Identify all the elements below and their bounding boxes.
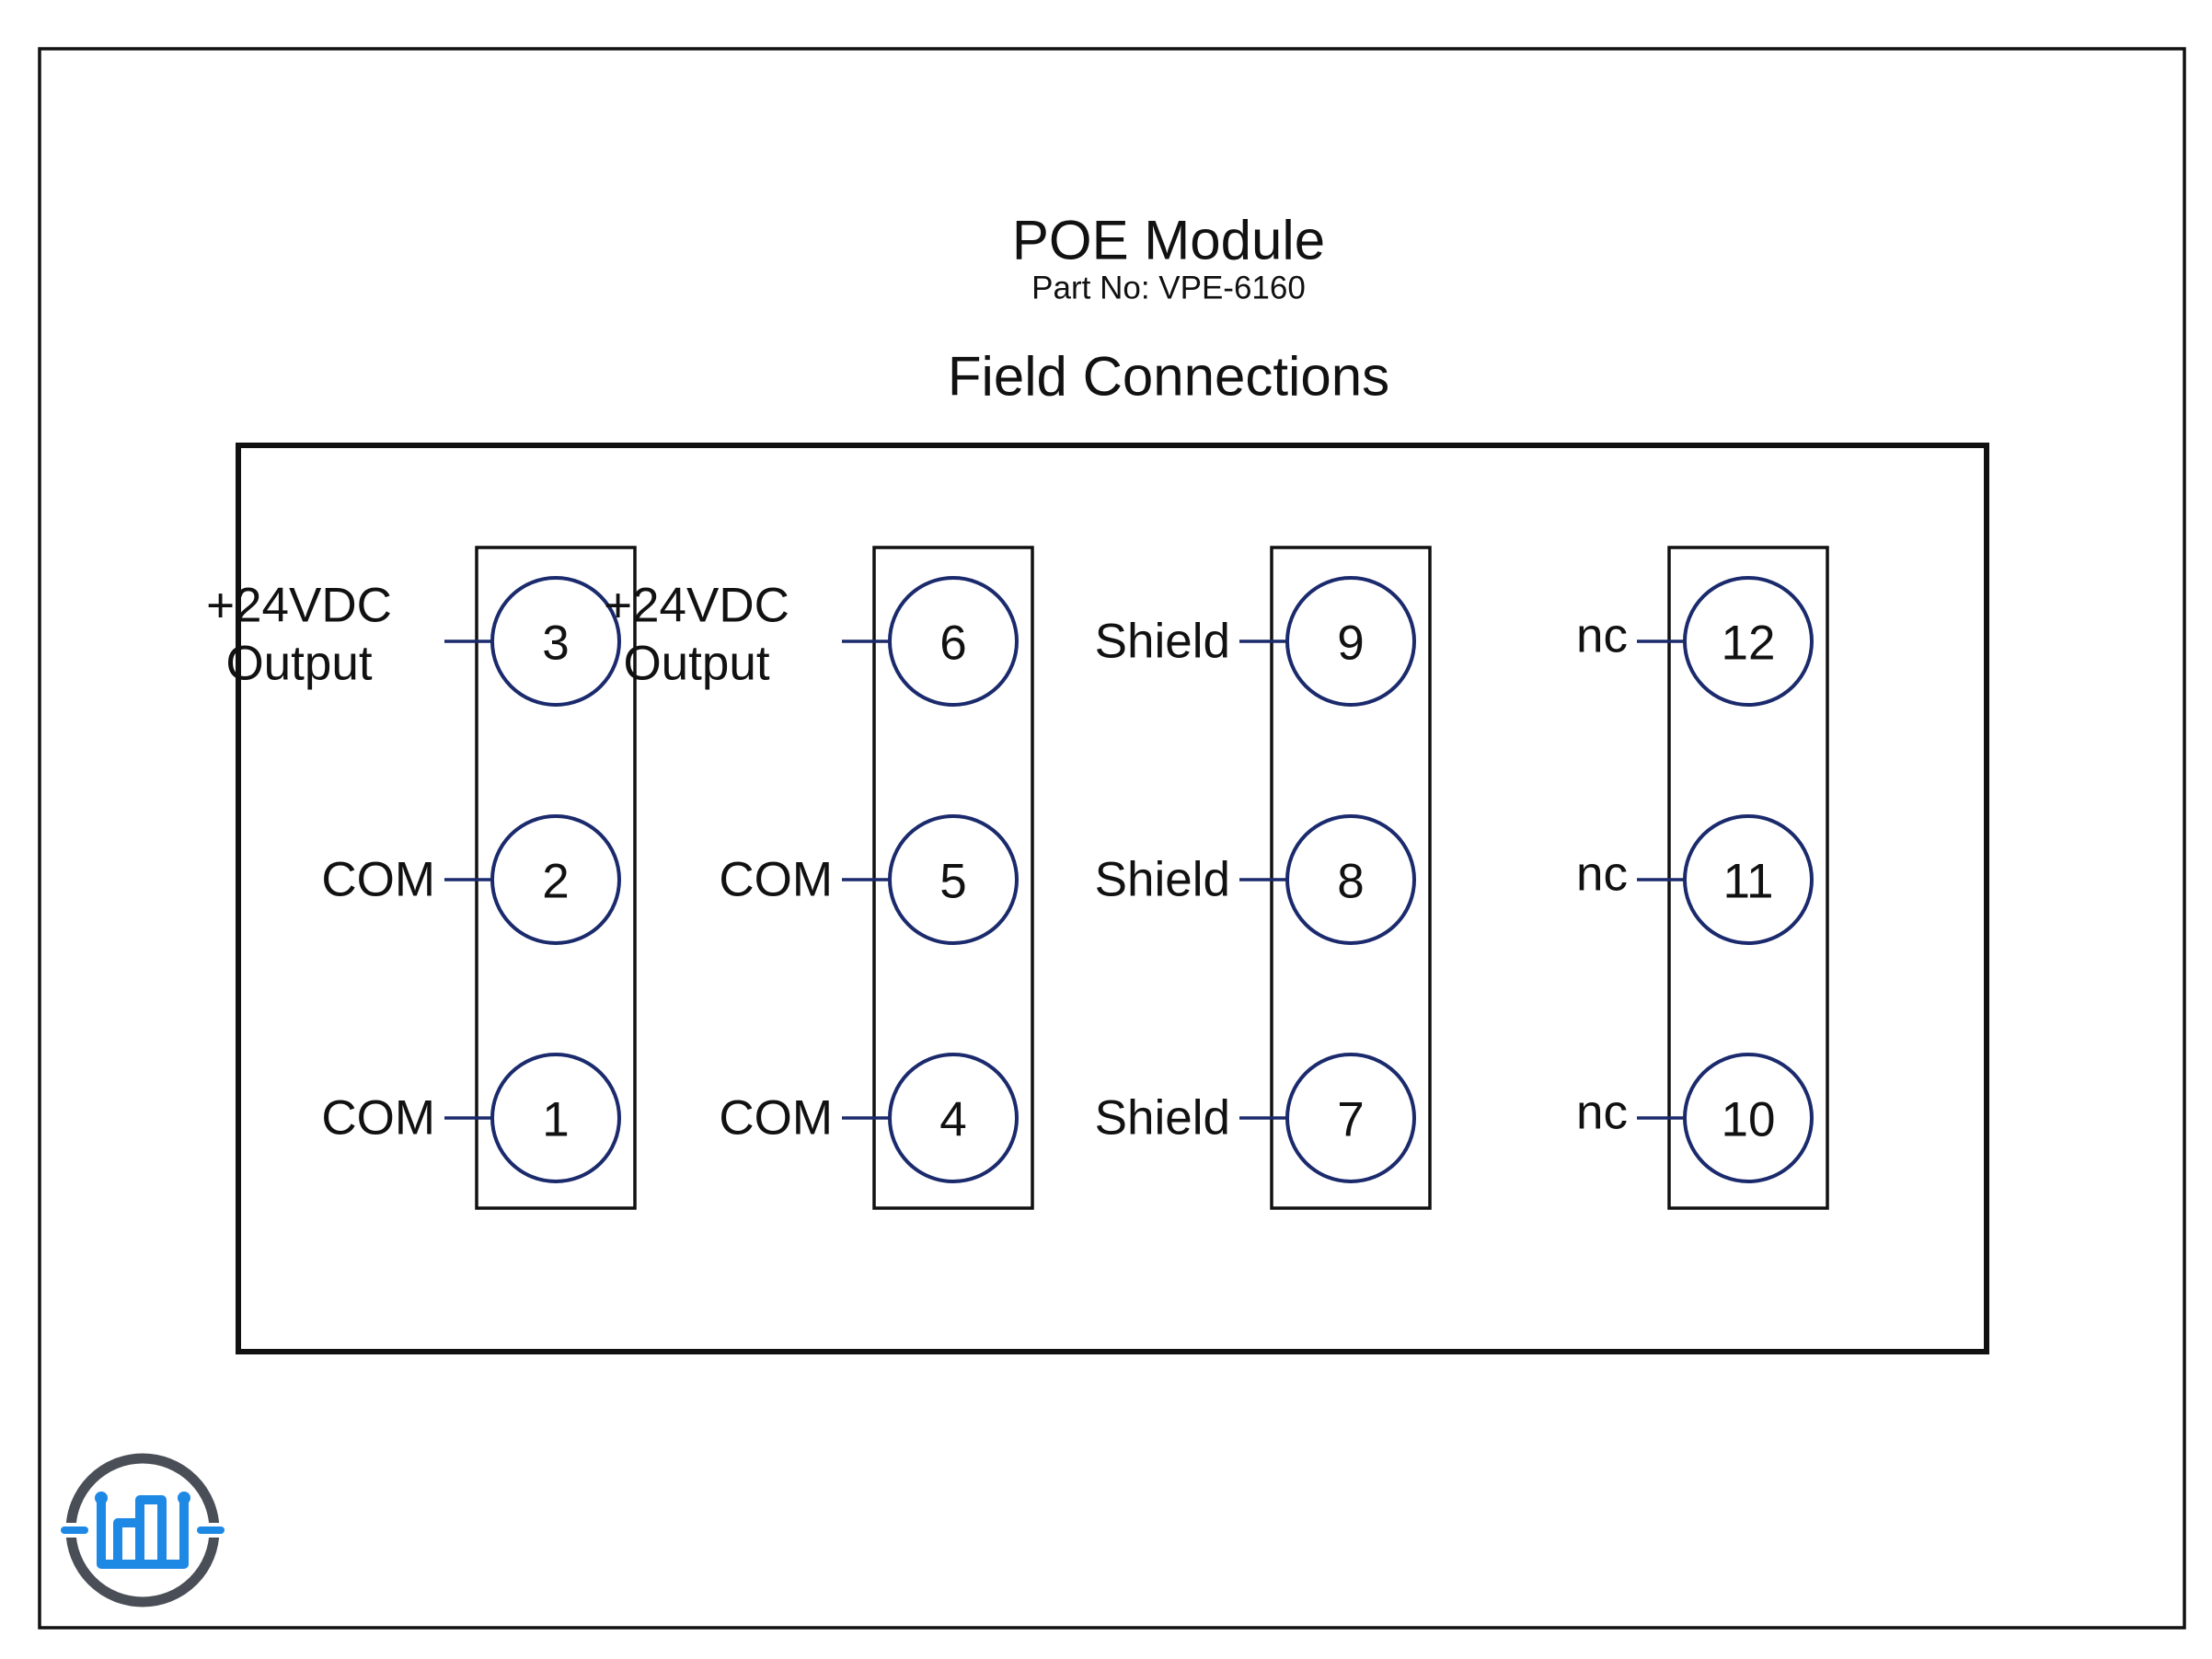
terminal-screw bbox=[1285, 1053, 1416, 1183]
terminal-label: COM bbox=[321, 853, 435, 907]
terminal-block-outline bbox=[475, 546, 637, 1210]
terminal-label: Output bbox=[623, 637, 769, 691]
terminal-number: 8 bbox=[1337, 855, 1364, 909]
terminal-label: Output bbox=[225, 637, 372, 691]
terminal-number: 9 bbox=[1337, 616, 1364, 671]
terminal-label: +24VDC bbox=[604, 579, 789, 633]
terminal-label: Shield bbox=[1095, 853, 1230, 907]
terminal-12: 12 nc bbox=[1576, 576, 1814, 707]
terminal-screw bbox=[1285, 814, 1416, 945]
company-logo-icon bbox=[61, 1453, 225, 1607]
terminal-number: 5 bbox=[939, 855, 966, 909]
terminal-label: COM bbox=[719, 1091, 833, 1146]
terminal-number: 7 bbox=[1337, 1093, 1364, 1147]
terminal-number: 10 bbox=[1722, 1093, 1776, 1147]
terminal-9: 9 Shield bbox=[1095, 576, 1416, 707]
terminal-blocks: 3+24VDCOutput2COM1COM6+24VDCOutput5COM4C… bbox=[206, 546, 1829, 1210]
terminal-block-outline bbox=[872, 546, 1034, 1210]
module-panel bbox=[236, 443, 1989, 1354]
terminal-screw bbox=[1285, 576, 1416, 707]
terminal-number: 3 bbox=[542, 616, 569, 671]
terminal-number: 6 bbox=[939, 616, 966, 671]
terminal-block: 12 nc 11 nc 10 nc bbox=[1576, 546, 1829, 1210]
terminal-screw bbox=[888, 1053, 1019, 1183]
terminal-block-outline bbox=[1270, 546, 1432, 1210]
terminal-number: 4 bbox=[939, 1093, 966, 1147]
terminal-label: COM bbox=[719, 853, 833, 907]
terminal-number: 1 bbox=[542, 1093, 569, 1147]
terminal-screw bbox=[1683, 814, 1814, 945]
terminal-4: 4 COM bbox=[719, 1053, 1019, 1183]
terminal-7: 7 Shield bbox=[1095, 1053, 1416, 1183]
drawing-border bbox=[38, 47, 2186, 1630]
terminal-screw bbox=[888, 576, 1019, 707]
terminal-screw bbox=[1683, 1053, 1814, 1183]
terminal-screw bbox=[490, 576, 621, 707]
part-number: Part No: VPE-6160 bbox=[1031, 271, 1306, 306]
terminal-screw bbox=[490, 814, 621, 945]
terminal-screw bbox=[1683, 576, 1814, 707]
terminal-label: Shield bbox=[1095, 615, 1230, 669]
terminal-11: 11 nc bbox=[1576, 814, 1814, 945]
terminal-block-outline bbox=[1667, 546, 1829, 1210]
terminal-label: nc bbox=[1576, 609, 1628, 663]
section-title: Field Connections bbox=[948, 346, 1389, 408]
terminal-label: Shield bbox=[1095, 1091, 1230, 1146]
terminal-label: nc bbox=[1576, 1086, 1628, 1140]
terminal-label: COM bbox=[321, 1091, 435, 1146]
terminal-5: 5 COM bbox=[719, 814, 1019, 945]
terminal-8: 8 Shield bbox=[1095, 814, 1416, 945]
terminal-number: 2 bbox=[542, 855, 569, 909]
terminal-2: 2 COM bbox=[321, 814, 621, 945]
diagram-title: POE Module bbox=[1012, 210, 1325, 271]
terminal-1: 1 COM bbox=[321, 1053, 621, 1183]
terminal-screw bbox=[490, 1053, 621, 1183]
terminal-screw bbox=[888, 814, 1019, 945]
terminal-label: +24VDC bbox=[206, 579, 392, 633]
terminal-10: 10 nc bbox=[1576, 1053, 1814, 1183]
terminal-number: 12 bbox=[1722, 616, 1776, 671]
terminal-label: nc bbox=[1576, 847, 1628, 902]
terminal-number: 11 bbox=[1722, 855, 1773, 909]
